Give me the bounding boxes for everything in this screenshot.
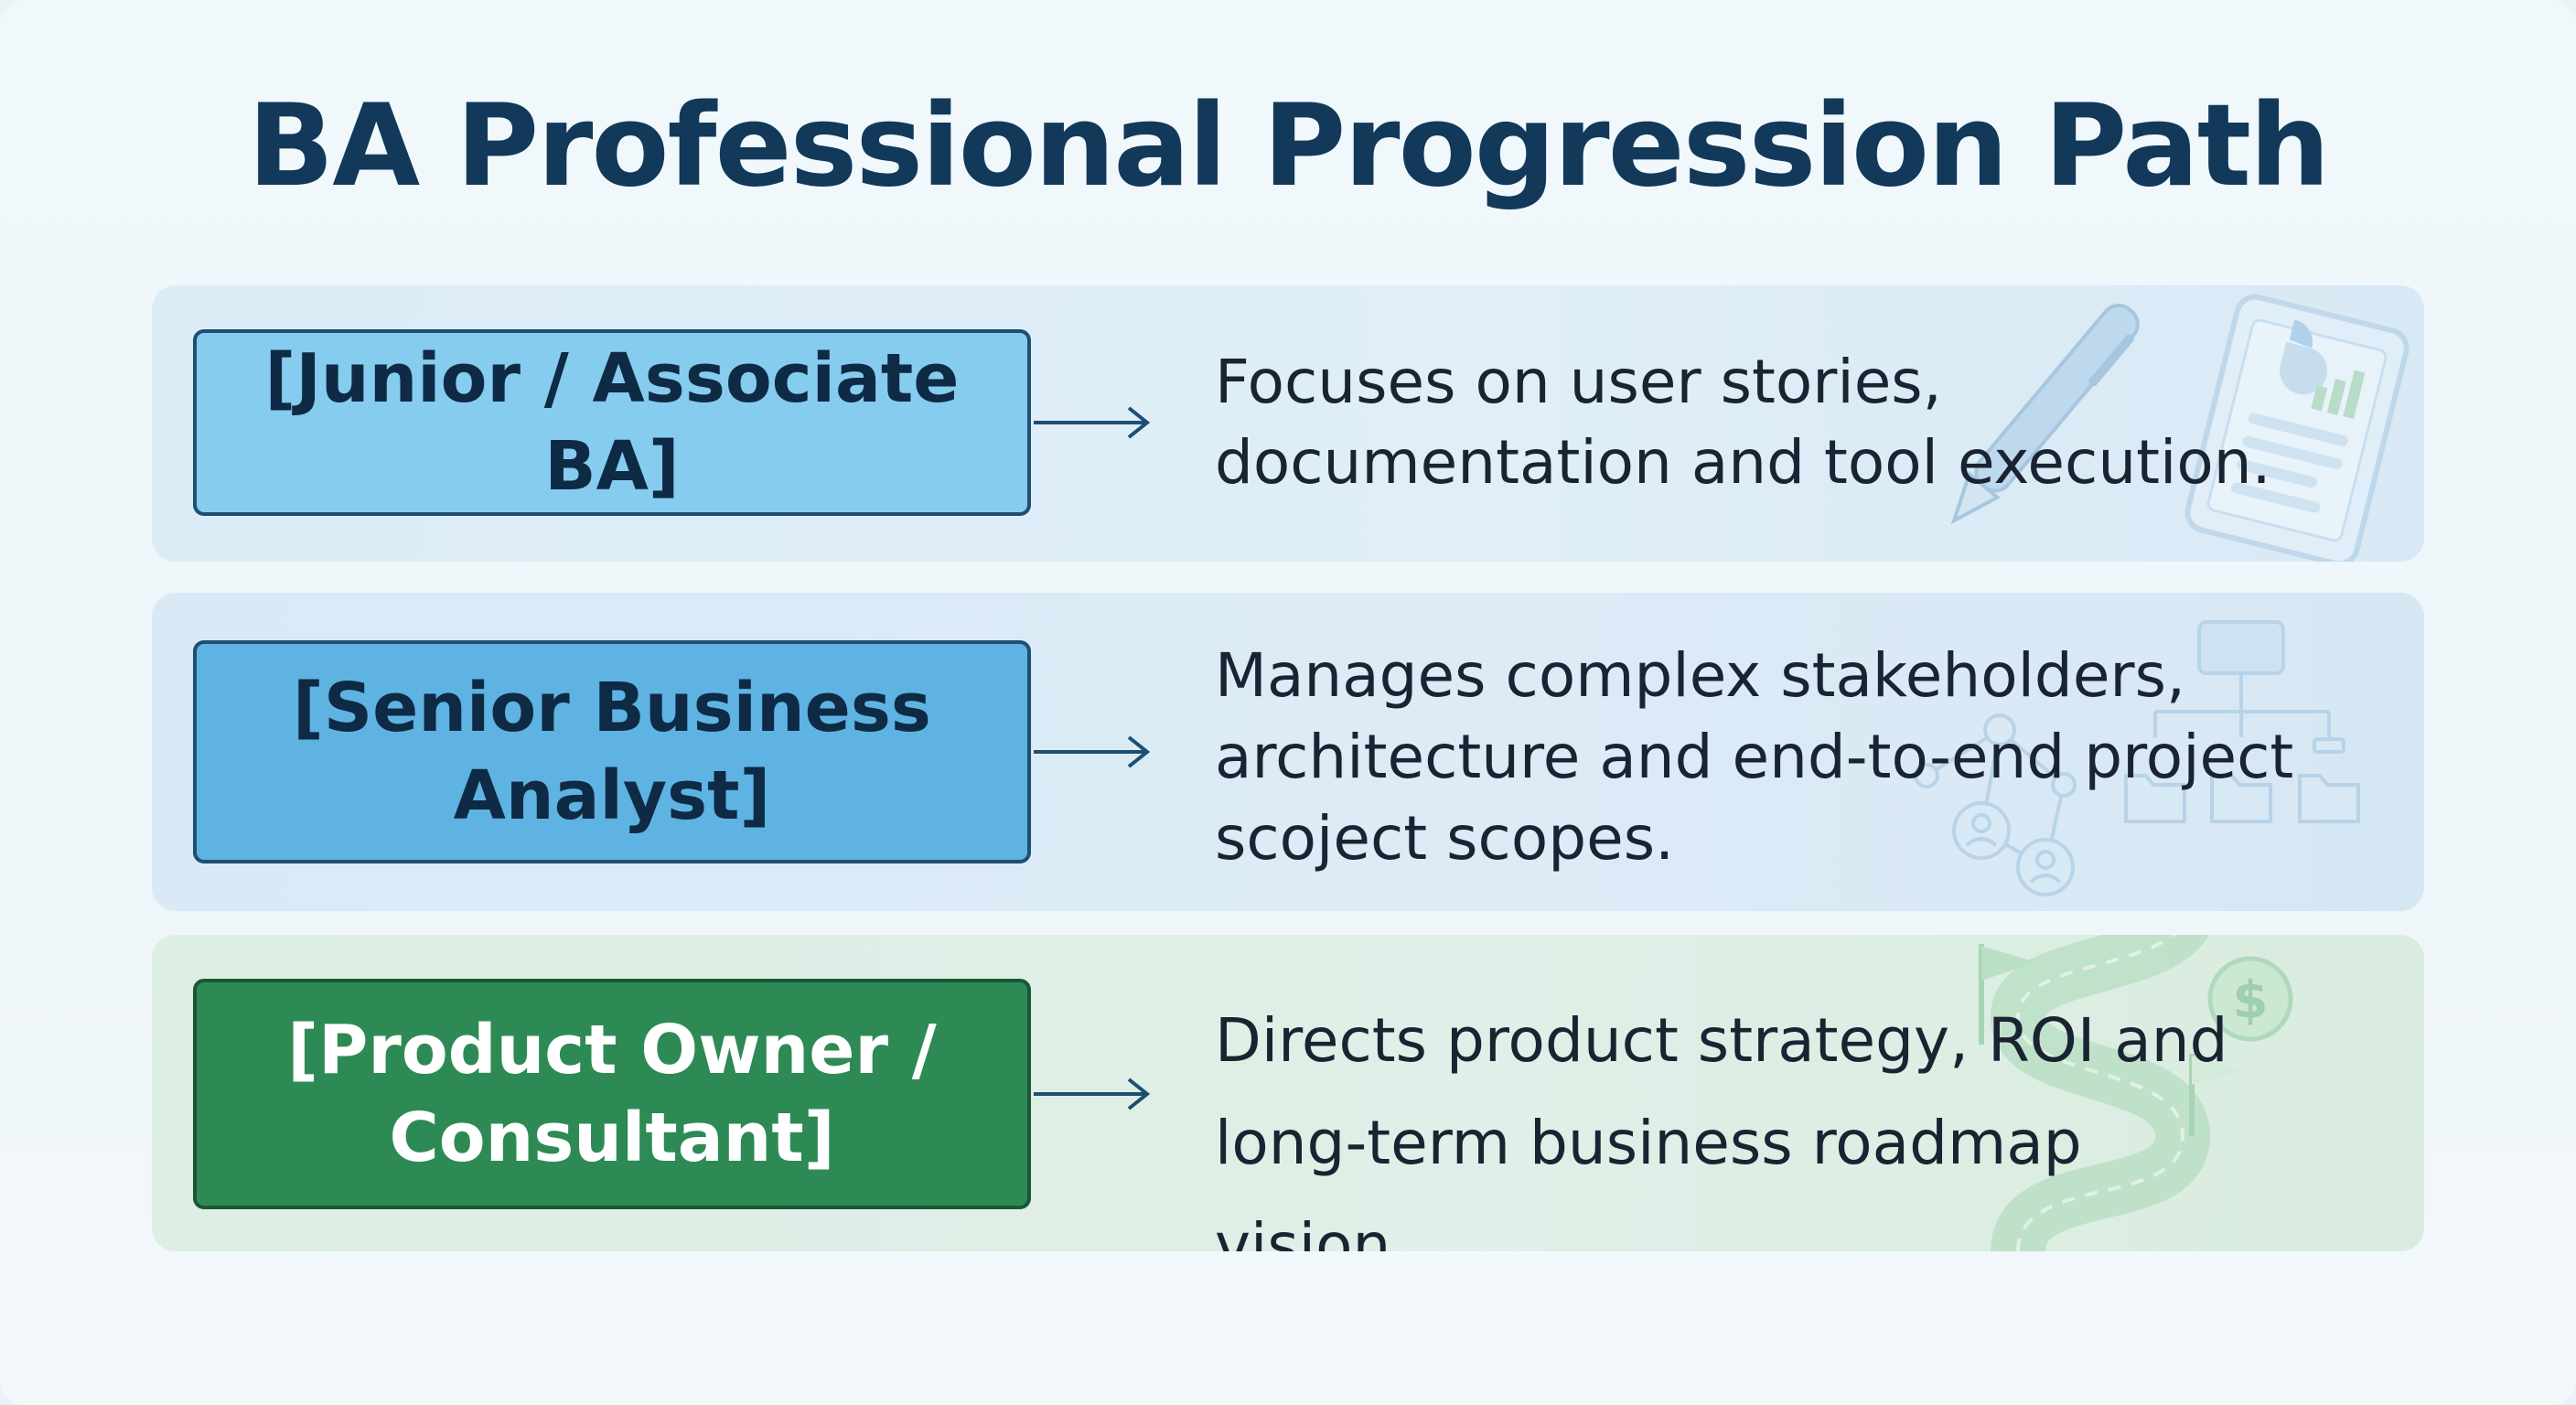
level-row-senior: [Senior Business Analyst] Manages comple… (152, 593, 2424, 911)
arrow-right-icon (1034, 735, 1151, 768)
description-line: Manages complex stakeholders, (1215, 640, 2185, 711)
role-description: Manages complex stakeholders, architectu… (1215, 635, 2294, 879)
role-box-product-owner-consultant: [Product Owner / Consultant] (193, 979, 1031, 1209)
role-label-line: [Senior Business (293, 669, 931, 747)
role-label: [Junior / Associate BA] (264, 339, 960, 506)
arrow-right-icon (1034, 1078, 1151, 1110)
arrow-right-icon (1034, 406, 1151, 439)
role-description: Directs product strategy, ROI and long-t… (1215, 990, 2294, 1251)
role-label-line: Consultant] (389, 1099, 835, 1177)
level-row-junior: [Junior / Associate BA] Focuses on user … (152, 285, 2424, 562)
role-description: Focuses on user stories, documentation a… (1215, 342, 2294, 503)
description-line: Focuses on user stories, (1215, 347, 1942, 417)
role-box-senior-business-analyst: [Senior Business Analyst] (193, 640, 1031, 863)
role-box-junior-associate-ba: [Junior / Associate BA] (193, 329, 1031, 516)
diagram-title: BA Professional Progression Path (247, 80, 2331, 212)
role-label-line: Analyst] (453, 756, 771, 835)
description-line: long-term business roadmap vision. (1215, 1108, 2082, 1251)
description-line: Directs product strategy, ROI and (1215, 1005, 2228, 1076)
description-line: scoject scopes. (1215, 803, 1675, 874)
level-row-product-owner: $ [Product Owner / Consultant] Directs p… (152, 935, 2424, 1251)
role-label-line: [Product Owner / (287, 1011, 937, 1089)
description-line: documentation and tool execution. (1215, 427, 2271, 498)
description-line: architecture and end-to-end project (1215, 722, 2294, 792)
